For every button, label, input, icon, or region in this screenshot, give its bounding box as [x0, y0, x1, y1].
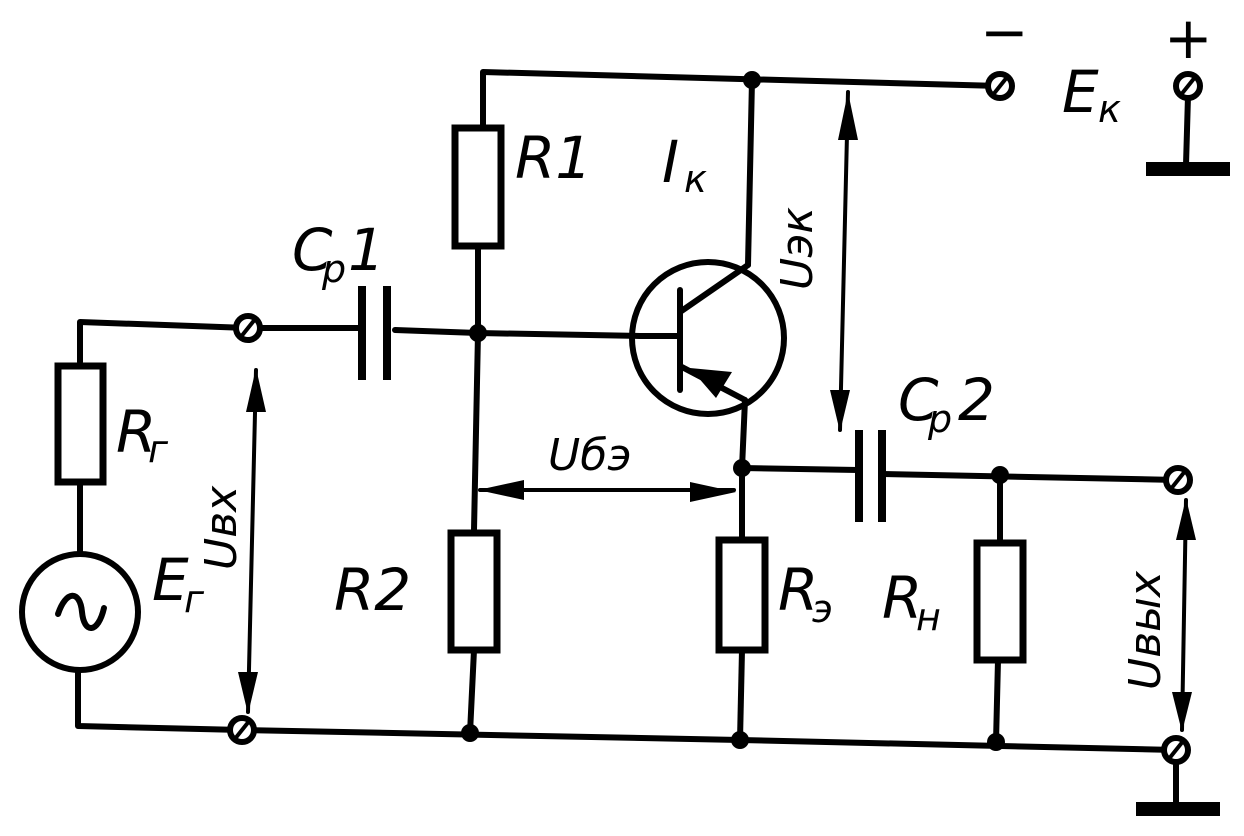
label-cp1: C: [292, 216, 333, 284]
label-uvx: Uвх: [196, 485, 247, 570]
label-eg: E: [152, 546, 189, 614]
arrow-uvx: [238, 368, 266, 714]
wire-ground-rail: [239, 727, 1179, 753]
label-ek: E: [1062, 58, 1099, 126]
junction-rail: [743, 71, 761, 89]
wire-r2-ground: [467, 647, 477, 736]
wire-c1-to-base: [392, 327, 643, 339]
resistor-rn: [973, 539, 1027, 664]
terminal-ek: [985, 71, 1015, 101]
emitter-arrow: [690, 368, 732, 398]
label-plus: +: [1164, 4, 1213, 72]
arrow-ube: [478, 480, 736, 502]
resistor-r2: [447, 529, 501, 654]
label-rn: R: [882, 564, 922, 632]
wire-c2-output: [879, 471, 1181, 483]
junction-ground-re: [731, 731, 749, 749]
wire-rn-ground: [993, 657, 1001, 745]
label-cp1-num: 1: [348, 216, 385, 284]
label-uvyx: Uвых: [1120, 570, 1171, 690]
junction-output: [991, 466, 1009, 484]
label-cp2-sub: p: [927, 397, 952, 441]
label-rn-sub: н: [916, 595, 941, 639]
wire-rg-top: [77, 319, 251, 365]
junction-ground-rn: [987, 733, 1005, 751]
wire-emitter-c2: [739, 465, 861, 473]
terminal-output-top: [1163, 465, 1193, 495]
label-rg: R: [116, 398, 156, 466]
ground-symbol-ek: [1146, 162, 1230, 176]
wire-gen-bottom: [75, 669, 245, 733]
terminal-ek-plus: [1173, 71, 1203, 101]
label-eg-sub: г: [184, 577, 205, 621]
capacitor-cp2: [855, 430, 886, 522]
ac-generator: [19, 551, 141, 673]
wire-re-ground: [737, 647, 745, 743]
label-uek: Uэк: [772, 207, 823, 290]
label-r2: R2: [334, 556, 411, 624]
label-cp2-num: 2: [958, 366, 995, 434]
label-ik: I: [662, 128, 679, 196]
label-rg-sub: г: [148, 427, 169, 471]
resistor-rg: [54, 362, 107, 486]
label-cp1-sub: p: [321, 247, 346, 291]
wire-collector-rail: [745, 77, 755, 268]
junction-base: [469, 324, 487, 342]
wire-base-r2: [471, 330, 481, 533]
terminal-input-bottom: [227, 715, 257, 745]
ground-symbol-output: [1136, 802, 1220, 816]
label-r1: R1: [515, 124, 592, 192]
resistor-r1: [451, 124, 505, 250]
junction-emitter: [733, 459, 751, 477]
label-ube: Uбэ: [548, 430, 632, 481]
terminal-input-top: [233, 313, 263, 343]
label-cp2: C: [898, 366, 939, 434]
junction-ground-r2: [461, 724, 479, 742]
wire-top-rail: [480, 69, 1003, 128]
resistor-re: [715, 536, 769, 654]
label-ek-sub: к: [1098, 87, 1121, 131]
label-ik-sub: к: [684, 157, 707, 201]
wire-ek-ground: [1183, 93, 1191, 168]
terminal-output-bottom: [1161, 735, 1191, 765]
wire-emitter-node: [739, 397, 748, 471]
capacitor-cp1: [358, 286, 391, 380]
label-minus: −: [980, 0, 1029, 66]
arrow-uvyx: [1172, 498, 1196, 732]
label-re: R: [778, 556, 818, 624]
arrow-uek: [830, 90, 858, 432]
transistor: [629, 259, 787, 417]
label-re-sub: э: [812, 587, 833, 631]
